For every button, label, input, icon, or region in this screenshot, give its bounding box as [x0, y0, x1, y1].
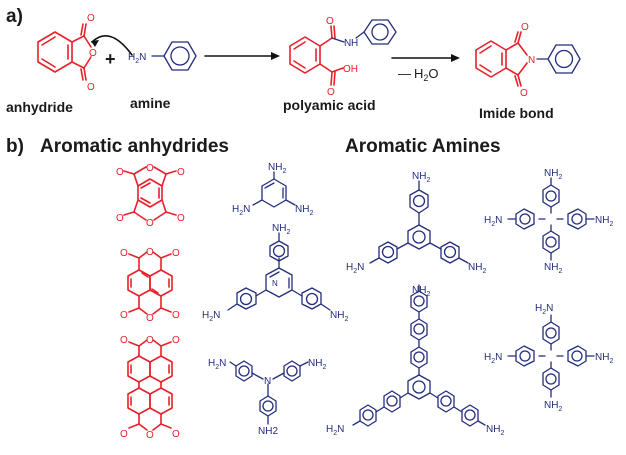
- aniline-structure: H2N: [128, 41, 197, 71]
- section-title-amines: Aromatic Amines: [345, 136, 501, 157]
- atom-o: O: [177, 167, 185, 178]
- tris-biphenyl-triamine-structure: NH2 H2N NH2: [326, 284, 504, 437]
- anhydride-label: anhydride: [6, 99, 73, 115]
- atom-o: O: [172, 335, 180, 346]
- imide-structure: O O N: [475, 22, 581, 99]
- atom-o: O: [146, 218, 154, 229]
- atom-o: O: [146, 247, 154, 258]
- atom-h2n: H2N: [535, 303, 553, 316]
- water-label: —H2O: [398, 66, 439, 83]
- ptcda-structure: O O O O O O: [120, 335, 180, 441]
- atom-h: H: [351, 38, 358, 49]
- polyamic-acid-structure: O N H O OH: [289, 16, 397, 98]
- atom-nh2: NH2: [544, 168, 562, 181]
- atom-o: O: [520, 88, 528, 99]
- dehydration-arrow-head: [451, 54, 460, 62]
- atom-o: O: [146, 430, 154, 441]
- atom-nh2: NH2: [595, 352, 613, 365]
- atom-o: O: [146, 163, 154, 174]
- atom-nh2: NH2: [412, 285, 430, 298]
- ntcda-structure: O O O O O O: [120, 247, 180, 324]
- atom-o: O: [146, 313, 154, 324]
- atom-h2n: H2N: [202, 310, 220, 323]
- atom-o: O: [87, 13, 95, 24]
- reaction-arrow-head: [271, 52, 280, 60]
- atom-nh2: NH2: [268, 162, 286, 175]
- atom-nh2-literal: NH2: [258, 426, 278, 437]
- curved-arrow-head: [91, 40, 99, 47]
- triazine-triamine-structure: NH2 H2N NH2 N: [202, 223, 348, 323]
- atom-o: O: [120, 248, 128, 259]
- atom-nh2: NH2: [595, 215, 613, 228]
- atom-nh2: NH2: [295, 204, 313, 217]
- atom-n: N: [264, 376, 271, 387]
- atom-o: O: [120, 429, 128, 440]
- atom-o: O: [120, 335, 128, 346]
- atom-o: O: [521, 22, 529, 33]
- atom-o: O: [326, 16, 334, 27]
- atom-n: N: [272, 279, 278, 288]
- atom-nh2: NH2: [544, 400, 562, 413]
- triphenylamine-triamine-structure: N H2N NH2 NH2: [208, 358, 326, 437]
- atom-nh2: NH2: [544, 262, 562, 275]
- atom-oh: OH: [343, 64, 358, 75]
- atom-o: O: [120, 310, 128, 321]
- tapm-structure: NH2 NH2 H2N NH2: [484, 168, 613, 275]
- atom-nh2: NH2: [412, 171, 430, 184]
- atom-o: O: [172, 248, 180, 259]
- atom-h2n: H2N: [484, 352, 502, 365]
- atom-n: N: [528, 55, 535, 66]
- atom-h2n: H2N: [232, 204, 250, 217]
- melamine-structure: NH2 H2N NH2: [232, 162, 313, 217]
- curved-arrow: [91, 35, 133, 56]
- atom-nh2: NH2: [272, 223, 290, 236]
- atom-h2n: H2N: [208, 358, 226, 371]
- atom-n: N: [344, 38, 351, 49]
- panel-label-b: b): [6, 136, 24, 157]
- atom-nh2: NH2: [486, 424, 504, 437]
- atom-h2n: H2N: [326, 424, 344, 437]
- atom-o: O: [327, 87, 335, 98]
- section-title-anhydrides: Aromatic anhydrides: [40, 136, 229, 157]
- panel-label-a: a): [6, 6, 23, 27]
- atom-nh2: NH2: [468, 262, 486, 275]
- atom-o: O: [146, 335, 154, 346]
- tapb-structure: NH2 H2N NH2: [346, 171, 486, 275]
- pmda-structure: O O O O O O: [116, 163, 185, 229]
- atom-h2n: H2N: [484, 215, 502, 228]
- atom-o: O: [172, 310, 180, 321]
- amine-label: amine: [130, 95, 171, 111]
- atom-o: O: [177, 213, 185, 224]
- tapm-structure-2: H2N NH2 H2N NH2: [484, 303, 613, 413]
- polyamic-acid-label: polyamic acid: [283, 97, 376, 113]
- atom-o: O: [116, 167, 124, 178]
- atom-o: O: [89, 48, 97, 59]
- atom-o: O: [172, 429, 180, 440]
- plus-sign: +: [105, 49, 116, 69]
- atom-nh2: NH2: [330, 310, 348, 323]
- atom-o: O: [87, 82, 95, 93]
- imide-bond-label: Imide bond: [479, 105, 554, 121]
- atom-o: O: [116, 213, 124, 224]
- atom-nh2: NH2: [308, 358, 326, 371]
- phthalic-anhydride-structure: O O O: [37, 13, 97, 93]
- atom-h2n: H2N: [346, 262, 364, 275]
- atom-h2n: H2N: [128, 52, 146, 65]
